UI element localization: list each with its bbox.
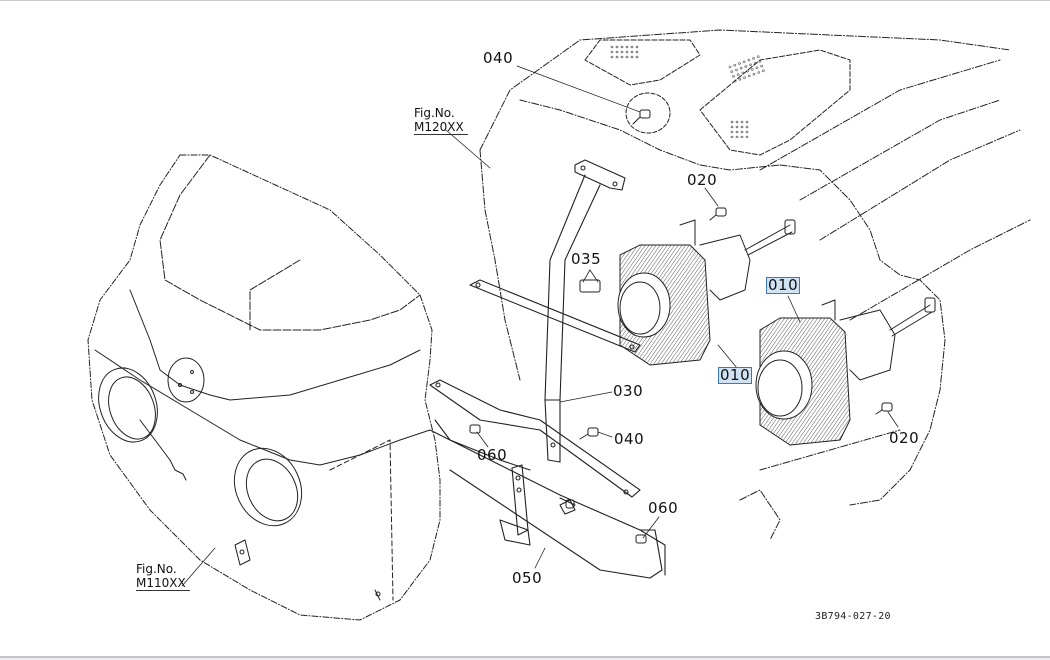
callout-020-top[interactable]: 020 [687, 171, 718, 189]
bolt-040-top [632, 109, 651, 125]
callout-040-bottom[interactable]: 040 [614, 430, 645, 448]
figure-ref-number[interactable]: M110XX [136, 576, 190, 591]
bracket-030-drawing [429, 159, 641, 498]
cab-vent-panels [584, 39, 851, 156]
callout-035[interactable]: 035 [571, 250, 602, 268]
cab-frame-drawing [479, 29, 1031, 541]
bolt-060-right [635, 534, 647, 544]
drawing-code: 3B794-027-20 [815, 611, 891, 622]
bolt-020-bottom [875, 402, 893, 415]
callout-050[interactable]: 050 [512, 569, 543, 587]
front-hood-drawing [87, 154, 441, 621]
plug-035 [579, 279, 601, 293]
figure-ref-m110xx[interactable]: Fig.No. M110XX [136, 562, 190, 591]
callout-030[interactable]: 030 [613, 382, 644, 400]
leader-lines [181, 65, 899, 587]
hood-emblem-plate [167, 357, 205, 403]
headlight-left-drawing [617, 219, 796, 366]
figure-ref-caption: Fig.No. [136, 562, 177, 576]
fastener-icons [469, 92, 893, 544]
callout-040-top[interactable]: 040 [483, 49, 514, 67]
headlight-right-drawing [755, 297, 936, 446]
callout-010-left[interactable]: 010 [718, 366, 753, 384]
bolt-040-bottom [579, 427, 599, 440]
figure-ref-m120xx[interactable]: Fig.No. M120XX [414, 106, 468, 135]
figure-ref-number[interactable]: M120XX [414, 120, 468, 135]
bolt-060-left [469, 424, 481, 434]
bolt-050 [565, 499, 575, 509]
callout-060-left[interactable]: 060 [477, 446, 508, 464]
callout-010-right[interactable]: 010 [766, 276, 801, 294]
viewer-bottom-border [0, 656, 1050, 658]
viewer-bottom-strip [0, 658, 1050, 660]
bolt-020-top [709, 207, 727, 221]
callout-060-right[interactable]: 060 [648, 499, 679, 517]
viewer-top-border [0, 0, 1050, 1]
callout-020-bottom[interactable]: 020 [889, 429, 920, 447]
figure-ref-caption: Fig.No. [414, 106, 455, 120]
